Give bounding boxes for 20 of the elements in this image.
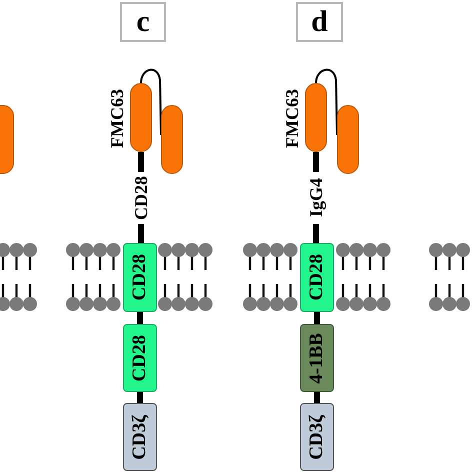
antibody-domain-capsule (130, 83, 152, 152)
costimulatory-domain-box: 4-1BB (300, 324, 334, 392)
linker-line (314, 392, 320, 403)
costimulatory-domain-box: CD28 (123, 324, 157, 392)
antibody-domain-capsule (161, 105, 183, 174)
antibody-domain-capsule (337, 105, 359, 174)
edge-label: CD28 (130, 176, 152, 220)
transmembrane-domain-box: CD28 (300, 243, 334, 312)
linker-line (314, 312, 320, 324)
transmembrane-domain-box: CD28 (123, 243, 157, 312)
edge-label: IgG4 (306, 178, 326, 217)
panel-letter: d (296, 2, 343, 42)
signaling-domain-box: CD3ζ (123, 403, 157, 471)
panel-letter: c (120, 2, 166, 42)
linker-line (137, 312, 143, 324)
antibody-clone-label: FMC63 (106, 88, 128, 148)
antibody-clone-label: FMC63 (282, 88, 302, 148)
linker-line (137, 392, 143, 403)
signaling-domain-box: CD3ζ (300, 403, 334, 471)
antibody-domain-capsule (305, 83, 327, 152)
